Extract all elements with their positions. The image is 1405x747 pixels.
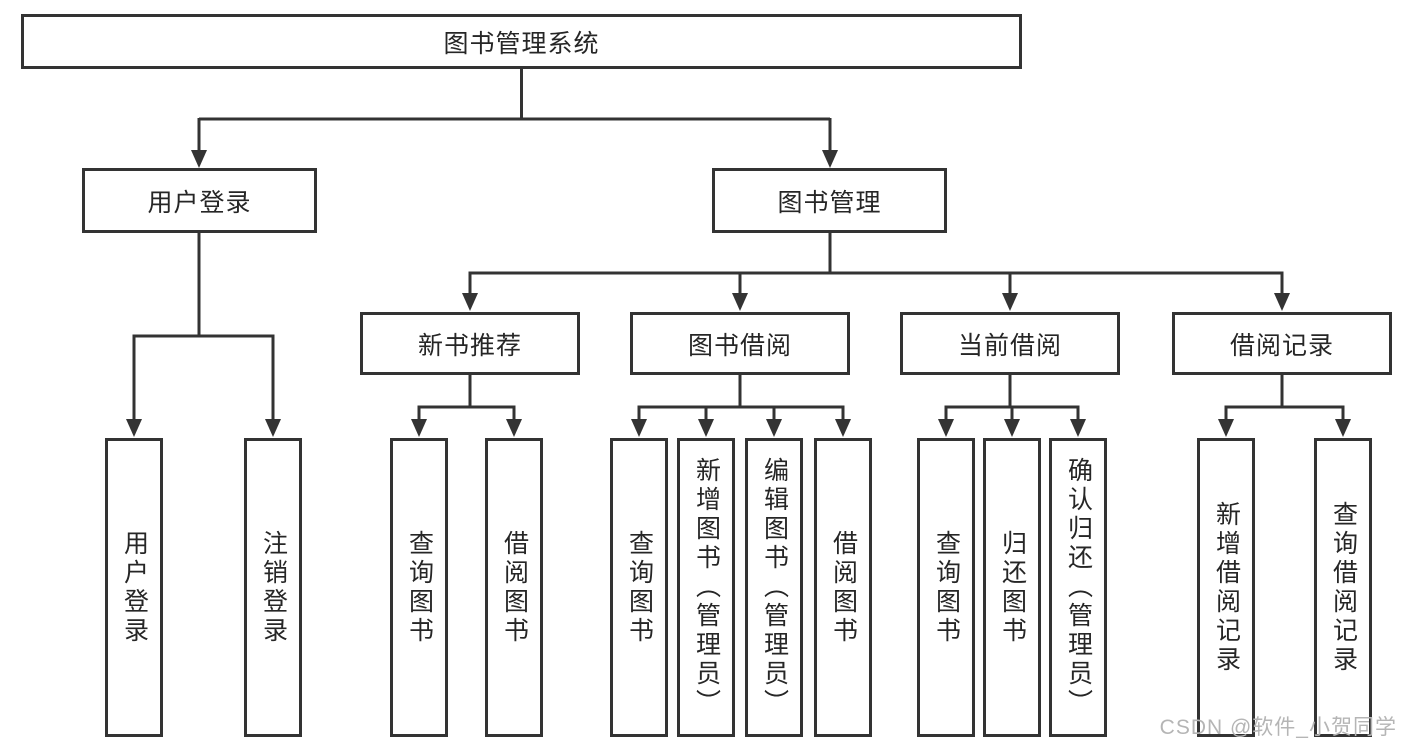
node-label: 借阅记录 [1229, 331, 1334, 360]
node-root-system: 图书管理系统 [21, 14, 1022, 69]
leaf-add-borrow-record: 新增借阅记录 [1197, 438, 1255, 737]
node-label: 借阅图书 [500, 529, 529, 646]
node-new-book-recommend: 新书推荐 [360, 312, 580, 375]
node-user-login: 用户登录 [82, 168, 317, 233]
node-current-borrowing: 当前借阅 [900, 312, 1120, 375]
node-book-management: 图书管理 [712, 168, 947, 233]
arrowhead-icons [126, 150, 1351, 437]
leaf-user-login: 用户登录 [105, 438, 163, 737]
node-label: 图书管理系统 [443, 29, 600, 58]
node-book-borrowing: 图书借阅 [630, 312, 850, 375]
node-label: 归还图书 [998, 529, 1027, 646]
node-label: 查询图书 [405, 529, 434, 646]
leaf-edit-book-admin: 编辑图书（管理员） [745, 438, 803, 737]
node-label: 查询图书 [932, 529, 961, 646]
node-label: 用户登录 [120, 529, 149, 646]
leaf-borrow-books-recommend: 借阅图书 [485, 438, 543, 737]
leaf-confirm-return-admin: 确认归还（管理员） [1049, 438, 1107, 737]
leaf-query-books-recommend: 查询图书 [390, 438, 448, 737]
leaf-query-books-current: 查询图书 [917, 438, 975, 737]
node-label: 新增借阅记录 [1212, 500, 1241, 675]
node-label: 查询借阅记录 [1329, 500, 1358, 675]
node-label: 注销登录 [259, 529, 288, 646]
node-label: 编辑图书（管理员） [760, 457, 789, 718]
node-label: 新增图书（管理员） [692, 457, 721, 718]
csdn-watermark: CSDN @软件_小贺同学 [1159, 716, 1397, 739]
node-label: 用户登录 [147, 188, 252, 217]
leaf-borrow-books-borrowing: 借阅图书 [814, 438, 872, 737]
node-label: 查询图书 [625, 529, 654, 646]
leaf-query-books-borrowing: 查询图书 [610, 438, 668, 737]
node-label: 新书推荐 [417, 331, 522, 360]
node-label: 图书借阅 [687, 331, 792, 360]
leaf-return-book: 归还图书 [983, 438, 1041, 737]
node-label: 图书管理 [777, 188, 882, 217]
leaf-logout: 注销登录 [244, 438, 302, 737]
leaf-add-book-admin: 新增图书（管理员） [677, 438, 735, 737]
node-label: 当前借阅 [957, 331, 1062, 360]
leaf-query-borrow-record: 查询借阅记录 [1314, 438, 1372, 737]
node-borrow-records: 借阅记录 [1172, 312, 1392, 375]
node-label: 确认归还（管理员） [1064, 457, 1093, 718]
node-label: 借阅图书 [829, 529, 858, 646]
